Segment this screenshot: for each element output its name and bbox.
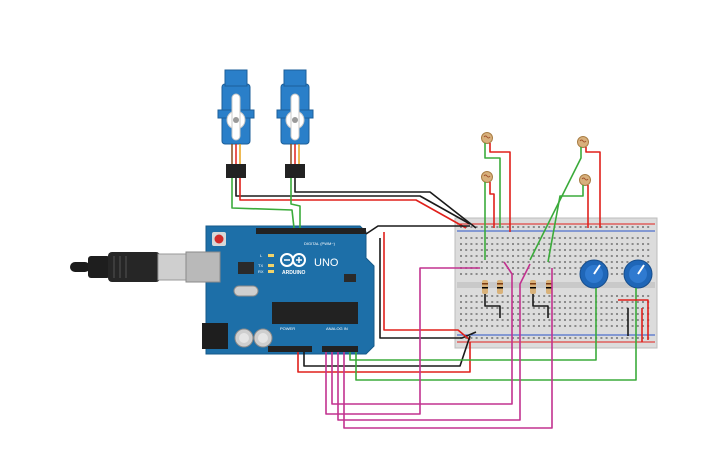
resistor-2 (497, 280, 503, 294)
wire-servo2-gnd (294, 178, 477, 229)
power-header[interactable] (268, 346, 312, 352)
arduino-logo-icon (280, 253, 306, 267)
usb-cable (70, 252, 189, 282)
led-tx-label: TX (258, 263, 263, 268)
digital-header-label: DIGITAL (PWM~) (304, 241, 336, 246)
wire-ldr4-a (547, 185, 584, 263)
power-header-label: POWER (280, 326, 295, 331)
wire-a5-pot (355, 288, 637, 381)
atmega-chip (272, 302, 358, 324)
wire-a2 (337, 263, 531, 421)
wire-ldr3-b (585, 147, 601, 228)
wire-a0 (325, 267, 480, 415)
wire-res-gnd-2 (532, 294, 549, 318)
led-l-label: L (260, 253, 263, 258)
wires (231, 143, 649, 429)
wire-a1 (331, 261, 513, 405)
wire-power-gnd (303, 335, 471, 367)
wire-pot-rail (618, 299, 649, 340)
potentiometer-left[interactable] (579, 259, 609, 289)
wire-servo1-signal (231, 178, 295, 229)
wire-a4-pot (349, 288, 597, 361)
model-label: UNO (314, 257, 339, 269)
wire-ldr2-b (489, 182, 495, 228)
analog-header-label: ANALOG IN (326, 326, 348, 331)
resistor-4 (546, 280, 552, 294)
reset-button[interactable] (214, 234, 224, 244)
led-tx (268, 264, 274, 267)
power-jack (202, 323, 228, 349)
servo-motor-left[interactable] (217, 69, 255, 178)
led-l (268, 254, 274, 257)
resistor-1 (482, 280, 488, 294)
usb-jack (185, 251, 221, 283)
wire-ldr3-a (529, 147, 582, 261)
wire-arduino-5v-side (383, 232, 471, 341)
wire-ldr1-b (489, 143, 511, 232)
wire-servo2-signal (290, 178, 301, 228)
breadboard[interactable] (454, 217, 658, 349)
wire-ldr1-a (484, 143, 501, 228)
wire-res-gnd-1 (484, 294, 501, 318)
arduino-uno-board[interactable]: L TX RX ARDUINO UNO DIGITAL (PWM~) POWER… (185, 225, 375, 355)
wire-arduino-gnd-side (379, 238, 477, 339)
wire-servo-gnd (235, 178, 471, 225)
potentiometer-right[interactable] (623, 259, 653, 289)
photoresistor-4 (579, 174, 591, 186)
photoresistor-3 (577, 136, 589, 148)
servo-left-connector (226, 164, 246, 178)
digital-header[interactable] (256, 228, 366, 234)
brand-label: ARDUINO (282, 270, 305, 276)
wire-power-5v (297, 342, 471, 373)
led-rx-label: RX (258, 269, 264, 274)
photoresistor-2 (481, 171, 493, 183)
photoresistor-1 (481, 132, 493, 144)
led-rx (268, 270, 274, 273)
resistor-3 (530, 280, 536, 294)
servo-lead-wires (231, 144, 300, 164)
wire-servo-vcc (239, 178, 467, 229)
servo-motor-right[interactable] (276, 69, 314, 178)
analog-header[interactable] (322, 346, 358, 352)
wire-arduino-gnd-top (365, 225, 470, 235)
servo-right-connector (285, 164, 305, 178)
wire-a3 (343, 268, 553, 429)
